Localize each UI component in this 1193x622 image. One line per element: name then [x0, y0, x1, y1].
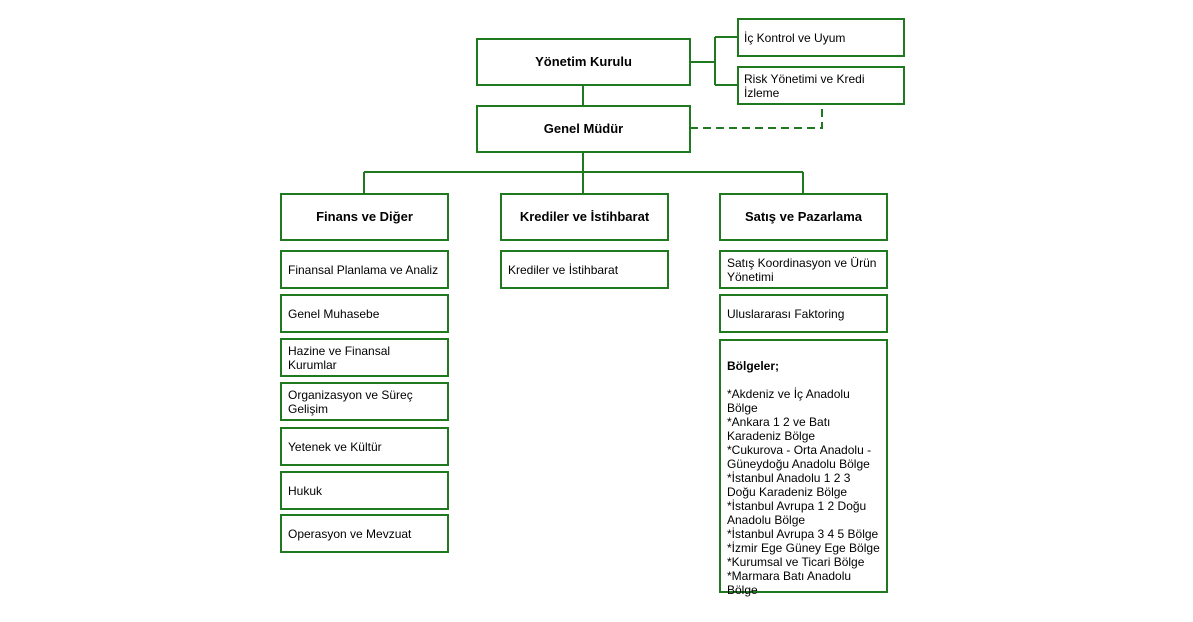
credit-unit-label: Krediler ve İstihbarat [508, 262, 619, 277]
finance-unit-label: Operasyon ve Mevzuat [288, 526, 412, 541]
internal-control-label: İç Kontrol ve Uyum [744, 30, 846, 45]
regions-title: Bölgeler; [727, 359, 780, 373]
connector-gm-to-risk-dashed [690, 104, 823, 129]
region-item: *İstanbul Anadolu 1 2 3 Doğu Karadeniz B… [727, 471, 851, 499]
credit-unit-box: Krediler ve İstihbarat [500, 250, 669, 289]
region-item: *Ankara 1 2 ve Batı Karadeniz Bölge [727, 415, 831, 443]
region-item: *Kurumsal ve Ticari Bölge [727, 555, 865, 569]
finance-unit-label: Hukuk [288, 483, 323, 498]
sales-division-label: Satış ve Pazarlama [744, 209, 863, 224]
finance-unit-label: Organizasyon ve Süreç Gelişim [288, 387, 413, 416]
region-item: *İzmir Ege Güney Ege Bölge [727, 541, 880, 555]
general-manager-box: Genel Müdür [476, 105, 691, 153]
finance-division-box: Finans ve Diğer [280, 193, 449, 241]
region-item: *İstanbul Avrupa 1 2 Doğu Anadolu Bölge [727, 499, 867, 527]
risk-management-label: Risk Yönetimi ve Kredi İzleme [744, 71, 865, 100]
finance-unit-label: Finansal Planlama ve Analiz [288, 262, 439, 277]
finance-unit-box: Genel Muhasebe [280, 294, 449, 333]
board-box: Yönetim Kurulu [476, 38, 691, 86]
sales-unit-box: Uluslararası Faktoring [719, 294, 888, 333]
internal-control-box: İç Kontrol ve Uyum [737, 18, 905, 57]
sales-division-box: Satış ve Pazarlama [719, 193, 888, 241]
regions-box: Bölgeler; *Akdeniz ve İç Anadolu Bölge *… [719, 339, 888, 597]
general-manager-label: Genel Müdür [543, 121, 624, 136]
finance-unit-box: Finansal Planlama ve Analiz [280, 250, 449, 289]
board-label: Yönetim Kurulu [535, 54, 632, 69]
finance-unit-label: Yetenek ve Kültür [288, 439, 382, 454]
credit-division-label: Krediler ve İstihbarat [519, 209, 650, 224]
finance-unit-box: Yetenek ve Kültür [280, 427, 449, 466]
region-item: *Cukurova - Orta Anadolu - Güneydoğu Ana… [727, 443, 872, 471]
sales-unit-label: Uluslararası Faktoring [727, 306, 845, 321]
region-item: *Marmara Batı Anadolu Bölge [727, 569, 852, 597]
region-item: *İstanbul Avrupa 3 4 5 Bölge [727, 527, 879, 541]
sales-unit-box: Satış Koordinasyon ve Ürün Yönetimi [719, 250, 888, 289]
finance-unit-box: Operasyon ve Mevzuat [280, 514, 449, 553]
finance-unit-box: Hazine ve Finansal Kurumlar [280, 338, 449, 377]
finance-unit-label: Hazine ve Finansal Kurumlar [288, 343, 391, 372]
credit-division-box: Krediler ve İstihbarat [500, 193, 669, 241]
finance-division-label: Finans ve Diğer [316, 209, 413, 224]
region-item: *Akdeniz ve İç Anadolu Bölge [727, 387, 850, 415]
finance-unit-box: Hukuk [280, 471, 449, 510]
sales-unit-label: Satış Koordinasyon ve Ürün Yönetimi [727, 255, 877, 284]
finance-unit-box: Organizasyon ve Süreç Gelişim [280, 382, 449, 421]
finance-unit-label: Genel Muhasebe [288, 306, 380, 321]
risk-management-box: Risk Yönetimi ve Kredi İzleme [737, 66, 905, 105]
